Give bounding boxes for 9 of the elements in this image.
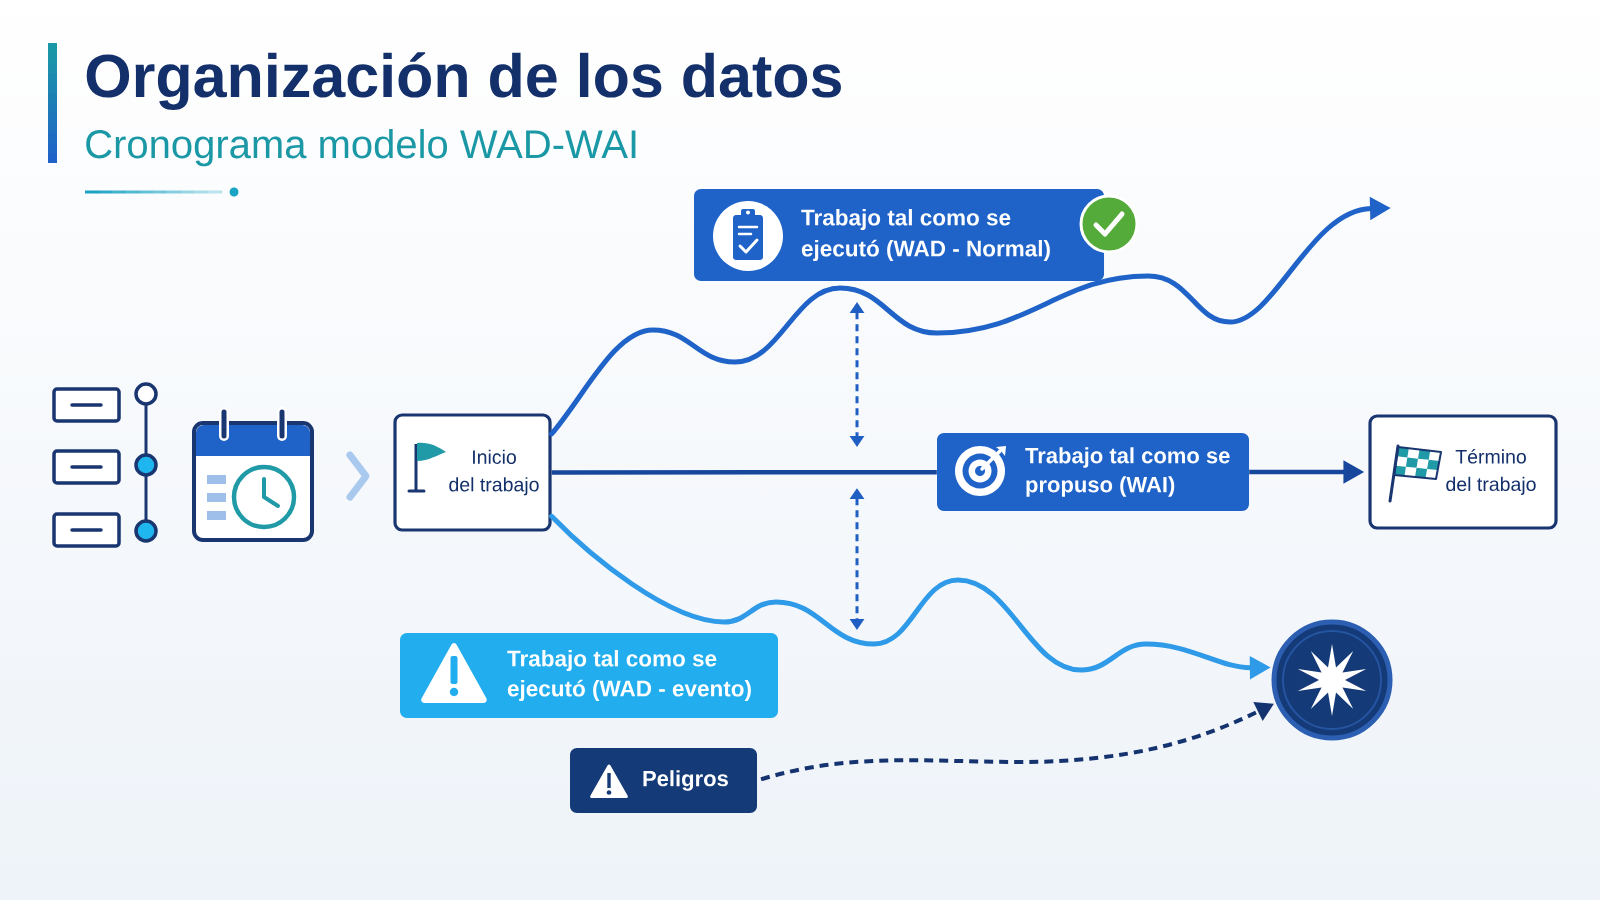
connector-line <box>551 469 937 475</box>
info-box: Trabajo tal como se propuso (WAI) <box>937 433 1249 511</box>
tag-box: Peligros <box>570 748 757 813</box>
start-box: Inicio del trabajo <box>393 413 552 532</box>
title: Organización de los datos <box>86 52 841 110</box>
starburst-circle <box>1271 619 1393 741</box>
subtitle: Cronograma modelo WAD-WAI <box>86 129 636 167</box>
end-box: Término del trabajo <box>1368 414 1558 530</box>
info-box: Trabajo tal como se ejecutó (WAD - evento) <box>400 633 778 718</box>
